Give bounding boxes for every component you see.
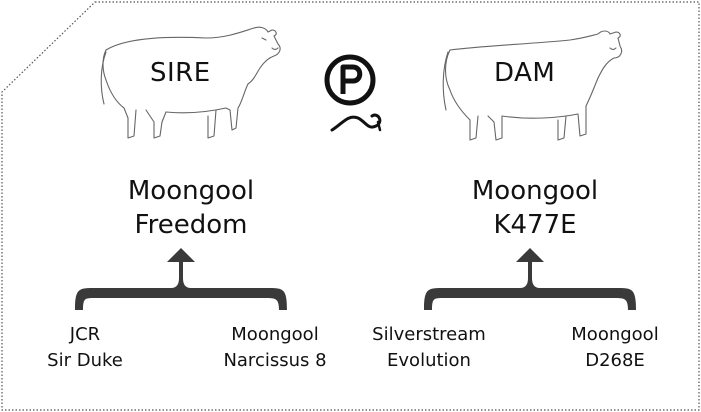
sire-name-line1: Moongool (127, 176, 255, 206)
sire-parent-left: JCR Sir Duke (10, 322, 160, 374)
dam-parent-right-line2: D268E (585, 350, 645, 371)
sire-parent-left-line2: Sir Duke (47, 350, 123, 371)
dam-parent-right-line1: Moongool (571, 324, 659, 345)
dam-parent-right: Moongool D268E (540, 322, 690, 374)
dam-name: Moongool K477E (435, 174, 635, 242)
dam-cow-outline-icon (442, 30, 623, 141)
sire-bull-outline-icon (100, 26, 281, 139)
sire-parents-bracket-arrow (75, 248, 287, 310)
polled-logo-icon (324, 54, 382, 132)
sire-name-line2: Freedom (134, 210, 248, 240)
dam-name-line1: Moongool (471, 176, 599, 206)
sire-parent-right: Moongool Narcissus 8 (200, 322, 350, 374)
sire-parent-left-line1: JCR (69, 324, 101, 345)
dam-label: DAM (494, 58, 556, 88)
dam-parent-left: Silverstream Evolution (354, 322, 504, 374)
dam-parent-left-line1: Silverstream (372, 324, 486, 345)
sire-parent-right-line1: Moongool (231, 324, 319, 345)
dam-parent-left-line2: Evolution (387, 350, 471, 371)
sire-parent-right-line2: Narcissus 8 (223, 350, 327, 371)
sire-name: Moongool Freedom (91, 174, 291, 242)
sire-label: SIRE (150, 58, 211, 88)
dam-name-line2: K477E (493, 210, 577, 240)
dam-parents-bracket-arrow (424, 248, 636, 310)
